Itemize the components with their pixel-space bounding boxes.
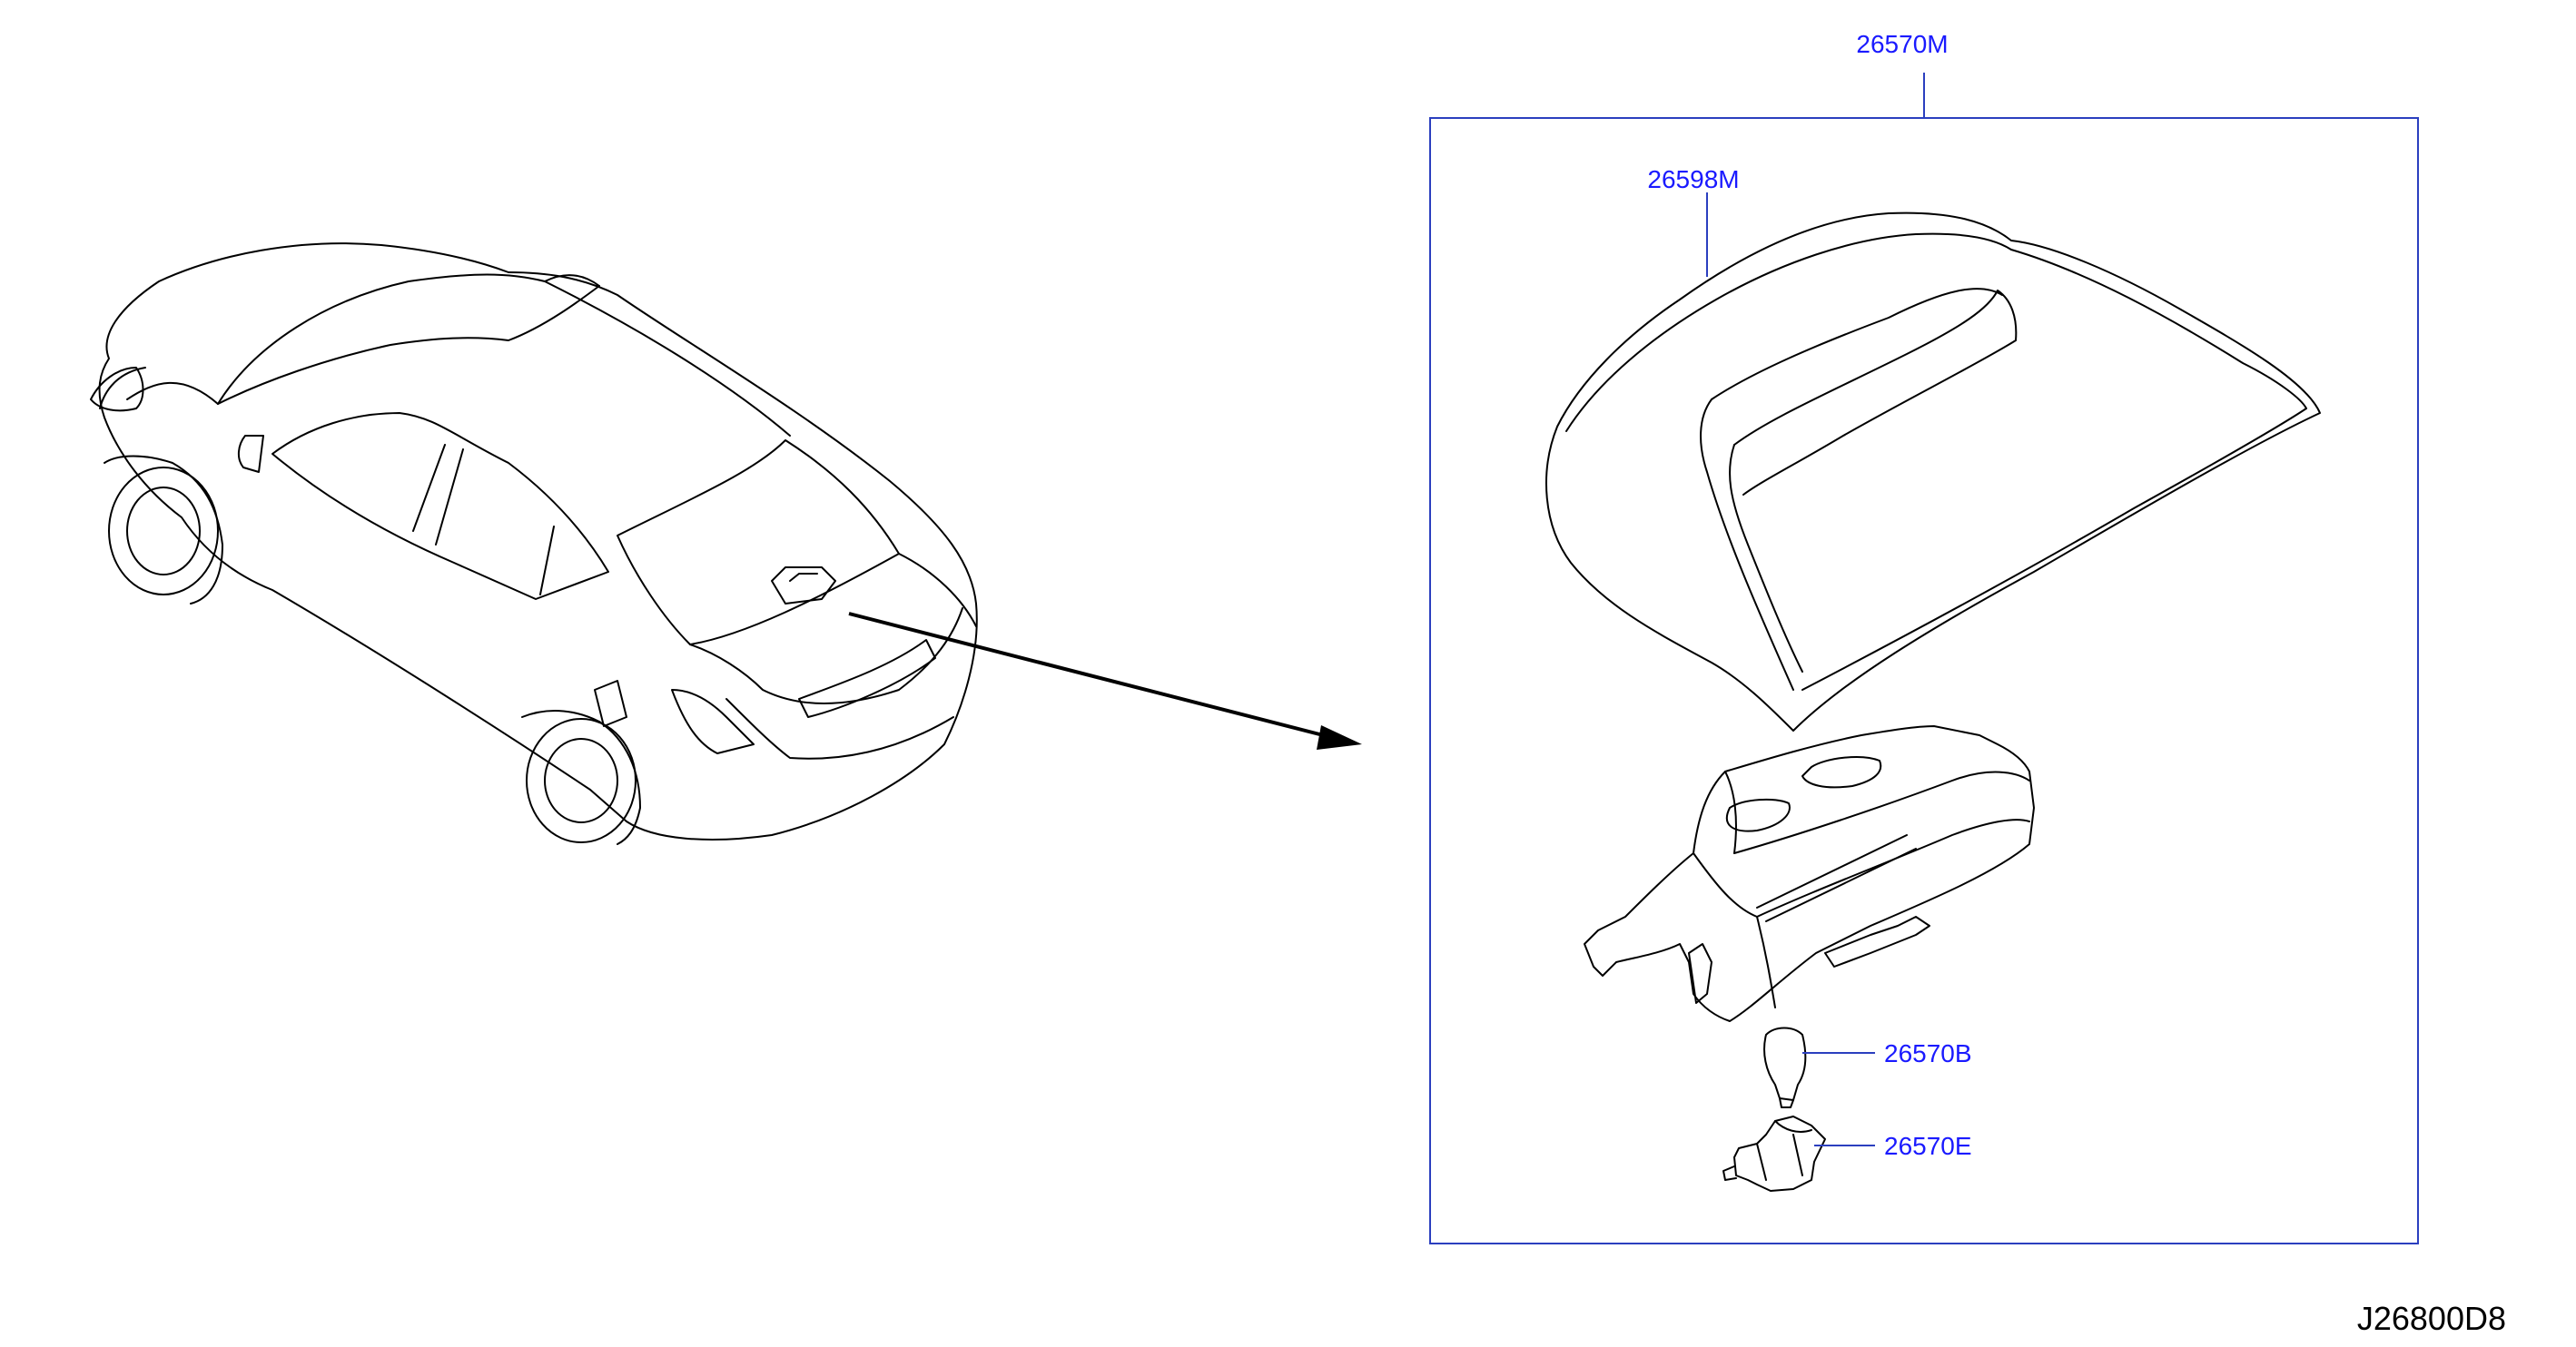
pointer-arrow (848, 612, 1362, 750)
part-number-26570E: 26570E (1884, 1132, 1972, 1160)
lens-cover-drawing (1545, 211, 2321, 732)
bulb-drawing (1763, 1027, 1807, 1108)
part-number-26570B: 26570B (1884, 1039, 1972, 1067)
diagram-id: J26800D8 (2357, 1300, 2506, 1337)
part-number-26598M: 26598M (1647, 165, 1739, 193)
vehicle-illustration (90, 242, 978, 845)
lamp-housing-drawing (1584, 725, 2035, 1022)
socket-drawing (1722, 1116, 1826, 1192)
part-number-26570M: 26570M (1856, 30, 1948, 58)
assembly-detail-box (1429, 117, 2419, 1244)
